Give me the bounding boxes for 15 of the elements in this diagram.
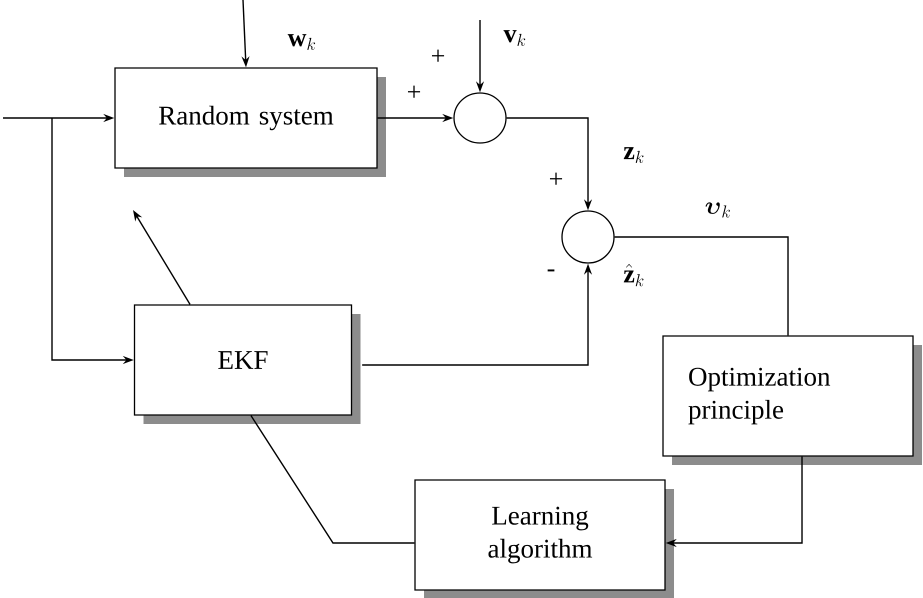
sign-label: - bbox=[548, 269, 554, 272]
summing-junction bbox=[561, 210, 615, 264]
edge-label: $\mathbf{v}_{k}$ bbox=[504, 30, 526, 46]
edge-label: $\hat{\mathbf{z}}_{k}$ bbox=[624, 264, 644, 286]
edge-label: $\mathbf{w}_{k}$ bbox=[288, 34, 316, 50]
process-box: Random system bbox=[114, 67, 386, 177]
sign-label: + bbox=[550, 172, 562, 185]
process-box: EKF bbox=[134, 304, 360, 424]
process-box: Learning algorithm bbox=[414, 479, 674, 598]
summing-junction bbox=[453, 92, 507, 144]
process-box: Optimization principle bbox=[662, 335, 922, 465]
edge-label: $\boldsymbol{\upsilon}_{k}$ bbox=[706, 202, 730, 218]
sign-label: + bbox=[432, 50, 444, 62]
edge-label: $\mathbf{z}_{k}$ bbox=[624, 147, 644, 163]
sign-label: + bbox=[408, 86, 420, 98]
